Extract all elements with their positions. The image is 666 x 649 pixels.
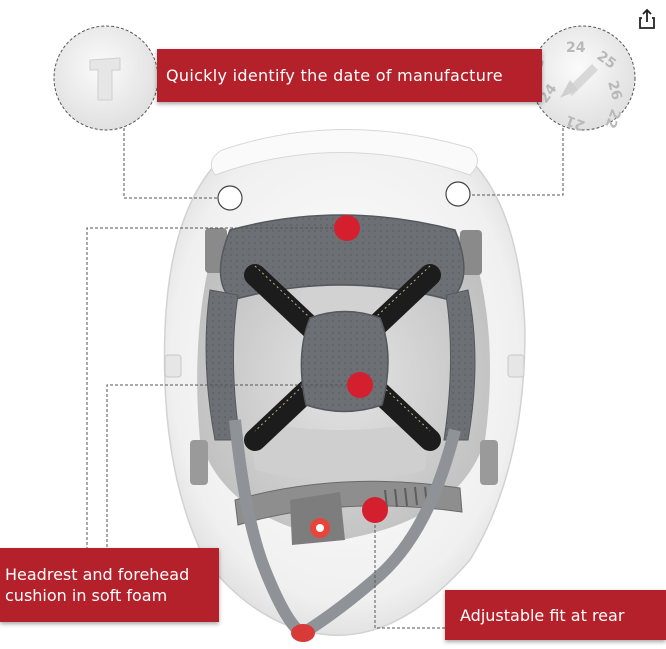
date-callout-text: Quickly identify the date of manufacture (166, 66, 503, 85)
dial-number-right-mid: 26 (604, 79, 624, 102)
dial-number-top: 24 (566, 40, 586, 56)
date-dial-right: 24 25 23 24 26 21 22 (527, 25, 636, 134)
date-marker-right (445, 181, 471, 207)
rear-fit-marker (362, 497, 388, 523)
crown-marker (347, 372, 373, 398)
cushion-callout: Headrest and forehead cushion in soft fo… (0, 548, 219, 622)
dial-number-bottom-far: 22 (602, 107, 624, 131)
foam-cushion (205, 214, 476, 451)
cushion-callout-line1: Headrest and forehead (5, 565, 190, 584)
date-callout: Quickly identify the date of manufacture (157, 49, 542, 102)
callout-leaders (86, 128, 564, 629)
fit-callout: Adjustable fit at rear (445, 590, 666, 640)
dial-number-bottom-right: 21 (564, 112, 588, 134)
date-dial-left (53, 25, 159, 131)
date-marker-left (217, 185, 243, 211)
share-icon[interactable] (637, 8, 657, 30)
rear-ratchet (229, 419, 463, 642)
cushion-callout-line2: cushion in soft foam (5, 586, 168, 605)
headband-marker (334, 215, 360, 241)
fit-callout-text: Adjustable fit at rear (460, 605, 625, 625)
